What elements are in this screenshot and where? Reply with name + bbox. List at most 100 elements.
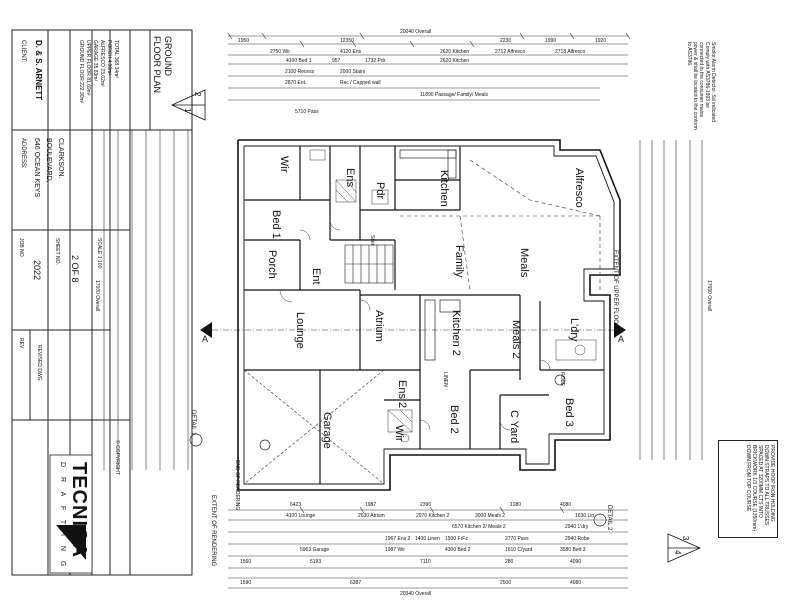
dim-bottom-7-0: 1590 (240, 580, 252, 586)
dim-overall-top: 20040 Overall (400, 29, 432, 35)
ref-bottom: 3 (681, 536, 690, 541)
room-alfresco: Alfresco (573, 168, 585, 208)
dim-top-3-3: 2620 Kitchen (440, 58, 470, 64)
client-name: D. & S. ARNETT (34, 40, 43, 101)
dim-overall-left: 17000 Overall (94, 280, 100, 312)
ref-top-sub: 1 (183, 108, 192, 113)
dim-top-3-0: 4100 Bed 1 (286, 58, 312, 64)
dim-top-3-2: 1732 Pdr (365, 58, 386, 64)
address-line-2: BOULEVARD, (45, 138, 52, 183)
dim-bottom-5-0: 5963 Garage (300, 547, 330, 553)
room-bed1: Bed 1 (270, 210, 282, 239)
dim-bottom-2-2: 2970 Kitchen 2 (416, 513, 450, 519)
room-ent: Ent (310, 268, 322, 285)
interior-walls (244, 146, 604, 484)
address-label: ADDRESS: (20, 138, 26, 169)
dim-top-5-1: Rec / Capped wall (340, 80, 381, 86)
dim-bottom-1-0: 6423 (290, 502, 302, 508)
section-a-right: A (618, 334, 625, 344)
dim-bottom-7-3: 4080 (570, 580, 582, 586)
dim-overall-right: 17650 Overall (706, 280, 712, 312)
room-bed3: Bed 3 (563, 398, 575, 427)
dim-bottom-2-0: 4100 Lounge (286, 513, 316, 519)
section-a-left: A (202, 334, 209, 344)
drawing-title-line-1: GROUND (163, 36, 173, 76)
area-3: ALFRESCO 23.02m² (99, 40, 105, 87)
room-bed2: Bed 2 (448, 405, 460, 434)
dim-bottom-6-4: 4090 (570, 559, 582, 565)
address-line-1: 646 OCEAN KEYS (33, 138, 40, 198)
dim-bottom-4-1: 1400 Linen (415, 536, 440, 542)
sheet-no-label: SHEET NO. (54, 238, 60, 265)
dim-top-2-2: 2620 Kitchen (440, 49, 470, 55)
detail-2-label: DETAIL 2 (606, 505, 612, 531)
room-meals2: Meals 2 (510, 320, 522, 359)
ref-top: 2 (193, 92, 202, 97)
dim-bottom-3-1: 2940 L'dry (565, 524, 589, 530)
dim-bottom-2-3: 3000 Meals 2 (475, 513, 506, 519)
dim-bottom-6-2: 7110 (420, 559, 431, 565)
room-wir: Wir (278, 156, 290, 173)
room-garage: Garage (321, 412, 333, 449)
reference-triangles (171, 89, 701, 563)
room-kitchen2: Kitchen 2 (450, 310, 462, 356)
title-block-frame (11, 29, 193, 576)
stairs (344, 244, 394, 284)
area-2: GARAGE 35.83m² (92, 40, 98, 82)
room-wir-2: Wir (393, 425, 405, 442)
sheet-no: 2 OF 8 (70, 255, 80, 283)
firm-name: TECNICA (68, 462, 90, 558)
room-courtyard: C Yard (508, 410, 520, 444)
exterior-walls (237, 139, 621, 491)
dim-top-4-1: 2000 Stairs (340, 69, 366, 75)
room-lounge: Lounge (294, 312, 306, 349)
dim-bottom-4-0: 1967 Ens 2 (385, 536, 411, 542)
dim-bottom-6-1: 5193 (310, 559, 322, 565)
dim-passage-meals: 11890 Passage/ Family/ Meals (420, 92, 488, 98)
dimension-ticks (227, 32, 631, 514)
smoke-alarm-note-box: Smoke Alarm Detector. Sd indicated Compl… (660, 40, 718, 132)
dim-overall-bottom: 20340 Overall (400, 591, 432, 597)
dim-top-3-1: 957 (332, 58, 341, 64)
firm-logo-box (49, 454, 93, 574)
area-4: PORCH 4.90m² (106, 40, 112, 76)
dim-bottom-6-0: 1560 (240, 559, 252, 565)
dim-bottom-1-3: 1080 (510, 502, 522, 508)
extent-rendering: EXTENT OF RENDERING (210, 495, 216, 567)
dim-bottom-4-3: 2770 Pass (505, 536, 529, 542)
ref-bottom-sub: 4 (673, 550, 682, 555)
dim-bottom-7-2: 2500 (500, 580, 512, 586)
firm-tagline: D R A F T I N G (59, 462, 66, 571)
extent-upper-floor: EXTENT OF UPPER FLOOR (612, 250, 618, 329)
dim-bottom-2-1: 2630 Atrium (358, 513, 385, 519)
area-5: TOTAL 368.34m² (113, 40, 119, 78)
job-no-label: JOB NO. (18, 238, 24, 259)
revision-desc: REVISED DWG (36, 345, 42, 381)
door-swings (279, 219, 551, 431)
room-robe: ROBE (559, 372, 565, 387)
smoke-alarm-note: Smoke Alarm Detector. Sd indicated Compl… (686, 42, 716, 130)
dim-top-1-4: 1920 (595, 38, 607, 44)
dim-bottom-7-1: 6387 (350, 580, 362, 586)
dim-bottom-1-2: 2390 (420, 502, 432, 508)
overall-dimension-lines (103, 35, 703, 589)
dim-bottom-5-3: 1610 C/yard (505, 547, 533, 553)
room-kitchen: Kitchen (438, 170, 450, 207)
dim-bottom-4-2: 1500 FrFz (445, 536, 468, 542)
ensuite-fixtures (309, 149, 597, 443)
drawing-title-line-2: FLOOR PLAN (152, 36, 162, 94)
dim-bottom-3-0: 6570 Kitchen 2/ Meals 2 (452, 524, 506, 530)
room-ens2: Ens 2 (396, 380, 408, 409)
room-atrium: Atrium (373, 310, 385, 342)
dim-top-1-2: 2230 (500, 38, 512, 44)
hoop-iron-note: PROVIDE HOOP IRON HOLDING DOWN STRAPS TO… (745, 445, 775, 532)
dim-bottom-5-1: 1987 Wir (385, 547, 406, 553)
room-stair: Stair (369, 235, 375, 246)
end-rendering: END OF RENDERING (234, 460, 240, 511)
dim-top-2-4: 2718 Alfresco (555, 49, 586, 55)
dim-bottom-5-4: 3580 Bed 3 (560, 547, 586, 553)
upper-floor-extent-lines (400, 159, 601, 291)
room-family: Family (453, 245, 465, 278)
